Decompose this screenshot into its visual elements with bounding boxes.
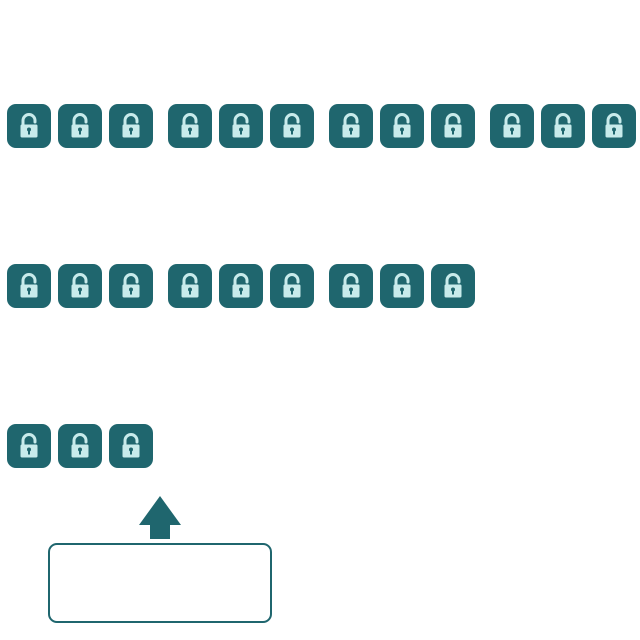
lock-tile[interactable] — [329, 264, 373, 308]
lock-group — [329, 104, 475, 148]
lock-tile[interactable] — [168, 104, 212, 148]
lock-icon — [605, 113, 623, 138]
lock-row-2 — [7, 264, 475, 308]
lock-tile[interactable] — [168, 264, 212, 308]
lock-icon — [283, 273, 301, 298]
lock-icon — [393, 273, 411, 298]
lock-icon — [232, 113, 250, 138]
lock-tile[interactable] — [592, 104, 636, 148]
lock-tile[interactable] — [58, 424, 102, 468]
lock-tile[interactable] — [329, 104, 373, 148]
lock-icon — [342, 113, 360, 138]
lock-icon — [20, 113, 38, 138]
lock-tile[interactable] — [7, 264, 51, 308]
lock-tile[interactable] — [270, 104, 314, 148]
lock-tile[interactable] — [109, 104, 153, 148]
lock-tile[interactable] — [58, 264, 102, 308]
up-arrow-icon — [139, 496, 181, 539]
lock-tile[interactable] — [431, 104, 475, 148]
lock-icon — [181, 113, 199, 138]
lock-tile[interactable] — [380, 264, 424, 308]
lock-icon — [71, 113, 89, 138]
lock-icon — [122, 273, 140, 298]
lock-group — [7, 264, 153, 308]
lock-tile[interactable] — [58, 104, 102, 148]
lock-icon — [181, 273, 199, 298]
lock-icon — [122, 113, 140, 138]
lock-icon — [71, 273, 89, 298]
lock-tile[interactable] — [431, 264, 475, 308]
lock-tile[interactable] — [541, 104, 585, 148]
lock-group — [168, 104, 314, 148]
lock-tile[interactable] — [490, 104, 534, 148]
lock-icon — [503, 113, 521, 138]
lock-tile[interactable] — [7, 424, 51, 468]
lock-icon — [554, 113, 572, 138]
lock-icon — [283, 113, 301, 138]
lock-icon — [71, 433, 89, 458]
lock-icon — [393, 113, 411, 138]
lock-icon — [444, 273, 462, 298]
lock-group — [490, 104, 636, 148]
lock-tile[interactable] — [219, 104, 263, 148]
answer-input-box[interactable] — [48, 543, 272, 623]
lock-row-3 — [7, 424, 153, 468]
lock-icon — [20, 273, 38, 298]
lock-tile[interactable] — [270, 264, 314, 308]
lock-row-1 — [7, 104, 636, 148]
lock-group — [168, 264, 314, 308]
lock-icon — [20, 433, 38, 458]
lock-icon — [122, 433, 140, 458]
lock-tile[interactable] — [109, 424, 153, 468]
lock-group — [329, 264, 475, 308]
lock-tile[interactable] — [219, 264, 263, 308]
lock-group — [7, 424, 153, 468]
lock-icon — [444, 113, 462, 138]
lock-tile[interactable] — [380, 104, 424, 148]
lock-icon — [232, 273, 250, 298]
lock-group — [7, 104, 153, 148]
lock-tile[interactable] — [7, 104, 51, 148]
lock-tile[interactable] — [109, 264, 153, 308]
lock-icon — [342, 273, 360, 298]
